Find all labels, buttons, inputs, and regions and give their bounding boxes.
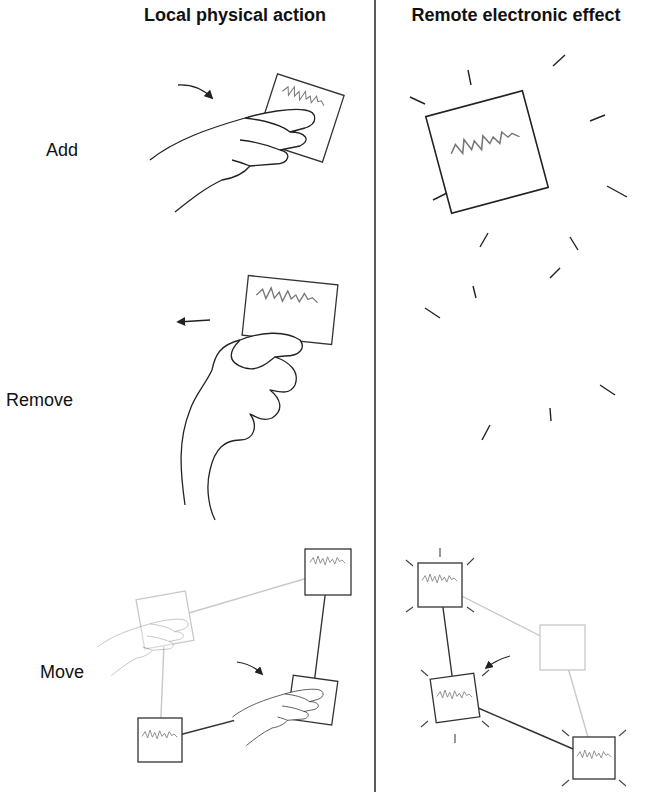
row-label: Move — [40, 661, 84, 683]
burst-line — [482, 721, 489, 727]
faded-links — [440, 585, 594, 758]
burst-line — [570, 237, 578, 250]
row-label: Remove — [6, 389, 73, 411]
hand — [181, 333, 302, 520]
burst-line — [406, 560, 413, 566]
burst-line — [590, 115, 605, 121]
hand — [233, 689, 324, 745]
highlight-burst — [425, 268, 615, 440]
note-outline — [242, 275, 338, 344]
faded-note — [540, 625, 585, 670]
column-divider — [374, 0, 376, 792]
thumb — [231, 340, 275, 369]
burst-line — [550, 268, 560, 278]
column-heading: Local physical action — [100, 4, 370, 26]
faded-hand — [98, 619, 189, 675]
burst-line — [406, 607, 413, 612]
highlight-burst — [406, 548, 626, 786]
sticky-note — [138, 718, 182, 762]
scribble — [256, 286, 319, 304]
hand — [98, 619, 189, 675]
burst-line — [454, 734, 455, 743]
move-remote — [406, 548, 626, 786]
burst-line — [467, 607, 474, 612]
burst-line — [421, 721, 428, 727]
note-outline — [426, 91, 548, 213]
scribble — [281, 84, 326, 108]
burst-line — [421, 670, 428, 676]
scribble — [437, 690, 472, 699]
burst-line — [439, 548, 440, 557]
links — [440, 585, 594, 758]
add-remote — [410, 55, 627, 250]
motion-arrow — [178, 85, 212, 98]
screen-note — [426, 91, 548, 213]
burst-line — [600, 385, 615, 395]
scribble — [142, 730, 177, 739]
burst-line — [480, 233, 488, 247]
highlight-burst — [410, 55, 627, 250]
motion-arrow — [178, 320, 210, 322]
motion-arrow — [486, 656, 510, 668]
move-local — [98, 549, 352, 762]
remove-local — [178, 275, 338, 520]
scribble — [449, 125, 521, 157]
burst-line — [607, 186, 627, 197]
burst-line — [467, 558, 474, 565]
scribble — [422, 574, 457, 583]
row-label: Add — [46, 139, 78, 161]
burst-line — [473, 286, 476, 298]
add-local — [150, 74, 344, 212]
burst-line — [553, 55, 565, 66]
screen-note — [418, 563, 462, 607]
burst-line — [619, 730, 626, 736]
burst-line — [482, 425, 490, 440]
scribble — [310, 556, 345, 565]
motion-arrow — [237, 662, 262, 674]
burst-line — [619, 780, 626, 786]
sticky-note — [242, 275, 338, 344]
burst-line — [425, 308, 440, 318]
scribble — [577, 750, 611, 759]
burst-line — [562, 730, 569, 736]
burst-line — [433, 193, 447, 200]
burst-line — [562, 780, 569, 786]
screen-note — [573, 737, 615, 779]
burst-line — [550, 408, 551, 421]
burst-line — [410, 97, 425, 104]
burst-line — [482, 670, 489, 676]
column-heading: Remote electronic effect — [385, 4, 647, 26]
burst-line — [468, 70, 471, 85]
hand — [150, 109, 315, 212]
screen-note — [430, 673, 480, 723]
sticky-note — [305, 549, 351, 595]
